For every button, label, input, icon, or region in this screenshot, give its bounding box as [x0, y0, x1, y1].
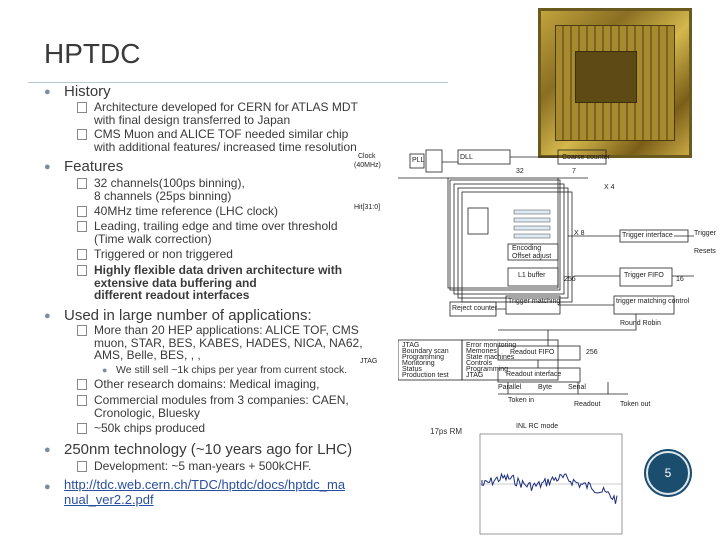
checkbox-bullet-icon — [77, 102, 87, 113]
inl-plot: INL RC mode — [462, 420, 626, 538]
checkbox-bullet-icon — [77, 221, 87, 232]
usage-subitem: ● We still sell ~1k chips per year from … — [102, 364, 348, 376]
history-item-2: CMS Muon and ALICE TOF needed similar ch… — [77, 128, 357, 153]
n256b-label: 256 — [586, 349, 598, 356]
features-item-3: Leading, trailing edge and time over thr… — [77, 220, 338, 245]
token-out-label: Token out — [620, 401, 651, 408]
readout-label: Readout — [574, 401, 601, 408]
checkbox-bullet-icon — [77, 423, 87, 434]
byte-label: Byte — [538, 384, 553, 391]
title-rule — [28, 82, 448, 83]
offset-adjust-label: Offset adjust — [512, 253, 552, 260]
features-item-4: Triggered or non triggered — [77, 248, 233, 261]
coarse-counter-label: Coarse counter — [562, 154, 610, 161]
parallel-label: Parallel — [498, 384, 522, 391]
usage-item-1: More than 20 HEP applications: ALICE TOF… — [77, 324, 363, 362]
x4-label: X 4 — [604, 184, 615, 191]
checkbox-bullet-icon — [77, 379, 87, 390]
bullet-dot-icon: ● — [44, 86, 51, 98]
n256a-label: 256 — [564, 276, 576, 283]
bullet-dot-icon: ● — [44, 161, 51, 173]
error-box-line-2: Memories — [466, 348, 497, 355]
jtag-box-line-5: Status — [402, 366, 422, 373]
slide-title: HPTDC — [44, 38, 141, 69]
checkbox-bullet-icon — [77, 249, 87, 260]
n7-label: 7 — [572, 168, 576, 175]
rms-label: 17ps RMS — [430, 427, 468, 436]
checkbox-bullet-icon — [77, 265, 87, 276]
error-box-line-6: JTAG — [466, 372, 484, 379]
trigger-matching-control-label: trigger matching control — [616, 298, 690, 305]
clock-label: Clock — [358, 153, 376, 160]
tech-item: Development: ~5 man-years + 500kCHF. — [77, 460, 311, 473]
dll-label: DLL — [460, 154, 473, 161]
trigger-label: Trigger — [694, 230, 716, 237]
l1-buffer-label: L1 buffer — [518, 272, 546, 279]
error-box-line-4: Controls — [466, 360, 493, 367]
resets-label: Resets — [694, 248, 716, 255]
jtag-box-line-3: Programming — [402, 354, 445, 361]
n16-label: 16 — [676, 276, 684, 283]
usage-item-4: ~50k chips produced — [77, 422, 205, 435]
checkbox-bullet-icon — [77, 206, 87, 217]
features-item-2: 40MHz time reference (LHC clock) — [77, 205, 278, 218]
error-box-line-3: State machines — [466, 354, 515, 361]
features-item-1: 32 channels(100ps binning), 8 channels (… — [77, 177, 245, 202]
bullet-technology: ● 250nm technology (~10 years ago for LH… — [44, 441, 353, 458]
features-item-5: Highly flexible data driven architecture… — [77, 264, 342, 302]
page-number-badge: 5 — [646, 451, 690, 495]
round-robin-label: Round Robin — [620, 320, 661, 327]
pll-label: PLL — [412, 157, 425, 164]
clock-freq-label: (40MHz) — [354, 162, 381, 169]
jtag-label: JTAG — [360, 358, 378, 365]
chip-die-photo — [538, 8, 692, 158]
n32-label: 32 — [516, 168, 524, 175]
trigger-matching-label: Trigger matching — [508, 298, 561, 305]
jtag-box-line-2: Boundary scan — [402, 348, 449, 355]
inl-title: INL RC mode — [516, 423, 559, 430]
usage-item-2: Other research domains: Medical imaging, — [77, 378, 319, 391]
bullet-dot-icon: ● — [44, 310, 51, 322]
checkbox-bullet-icon — [77, 129, 87, 140]
readout-fifo-label: Readout FIFO — [510, 349, 555, 356]
history-item-1: Architecture developed for CERN for ATLA… — [77, 101, 358, 126]
checkbox-bullet-icon — [77, 178, 87, 189]
readout-interface-label: Readout interface — [506, 371, 562, 378]
jtag-box-line-6: Production test — [402, 372, 449, 379]
bullet-usage: ● Used in large number of applications: — [44, 307, 312, 324]
token-in-label: Token in — [508, 397, 535, 404]
error-box-line-5: Programming — [466, 366, 509, 373]
bullet-history: ● History — [44, 83, 111, 100]
usage-item-3: Commercial modules from 3 companies: CAE… — [77, 394, 349, 419]
trigger-interface-label: Trigger interface — [622, 232, 673, 239]
hit-label: Hit[31:0] — [354, 204, 381, 211]
block-diagram: Clock (40MHz) Hit[31:0] PLL DLL Coarse c… — [354, 148, 716, 418]
bullet-dot-icon: ● — [44, 444, 51, 456]
inl-plot-graphic — [479, 433, 623, 535]
encoding-label: Encoding — [512, 245, 542, 252]
checkbox-bullet-icon — [77, 395, 87, 406]
bullet-dot-icon: ● — [102, 365, 108, 375]
bullet-dot-icon: ● — [44, 481, 51, 493]
block-diagram-lines — [397, 149, 694, 395]
bullet-features: ● Features — [44, 158, 124, 175]
reject-counter-label: Reject counter — [452, 305, 498, 312]
manual-link[interactable]: http://tdc.web.cern.ch/TDC/hptdc/docs/hp… — [64, 477, 346, 507]
jtag-box-line-1: JTAG — [402, 342, 420, 349]
checkbox-bullet-icon — [77, 461, 87, 472]
checkbox-bullet-icon — [77, 325, 87, 336]
jtag-box-line-4: Monitoring — [402, 360, 435, 367]
serial-label: Serial — [568, 384, 586, 391]
x8-label: X 8 — [574, 230, 585, 237]
trigger-fifo-label: Trigger FIFO — [624, 272, 664, 279]
error-box-line-1: Error monitoring — [466, 342, 517, 349]
